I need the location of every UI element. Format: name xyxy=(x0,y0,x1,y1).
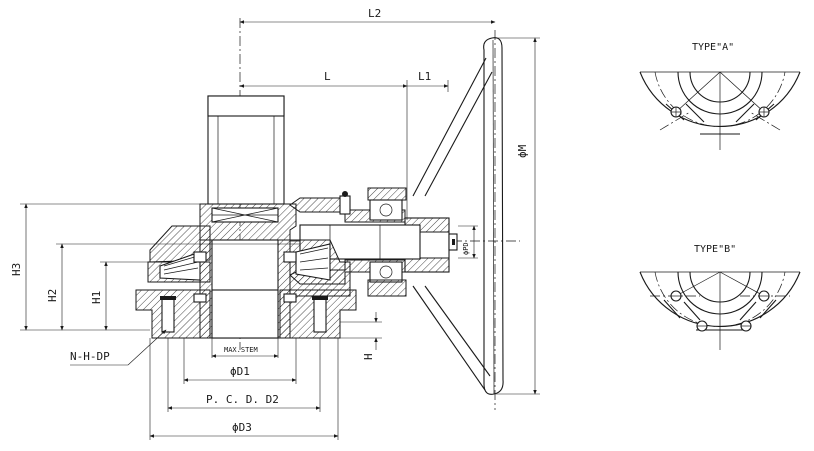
dim-M: ϕM xyxy=(516,144,529,158)
dim-H: H xyxy=(362,353,375,360)
dim-L2: L2 xyxy=(368,7,381,20)
dim-L: L xyxy=(324,70,331,83)
dim-NHDP: N-H-DP xyxy=(70,350,110,363)
type-b-flange-view: TYPE"B" xyxy=(639,244,801,350)
dim-H2: H2 xyxy=(46,289,59,302)
handwheel xyxy=(404,37,504,395)
type-a-label: TYPE"A" xyxy=(692,42,734,53)
dim-D3: ϕD3 xyxy=(232,421,252,434)
input-shaft-housing xyxy=(289,187,421,297)
dim-L1: L1 xyxy=(418,70,431,83)
dim-H1: H1 xyxy=(90,291,103,304)
gearbox-body xyxy=(135,95,357,339)
dim-D2: P. C. D. D2 xyxy=(206,393,279,406)
dimensions: L2 L L1 ϕM ϕPD H3 H2 H1 xyxy=(10,7,540,440)
dim-max-stem: MAX.STEM xyxy=(224,346,258,354)
type-a-flange-view: TYPE"A" xyxy=(639,42,801,150)
type-b-label: TYPE"B" xyxy=(694,244,736,255)
dim-PD: ϕPD xyxy=(462,242,470,255)
dim-H3: H3 xyxy=(10,263,23,276)
dim-D1: ϕD1 xyxy=(230,365,250,378)
